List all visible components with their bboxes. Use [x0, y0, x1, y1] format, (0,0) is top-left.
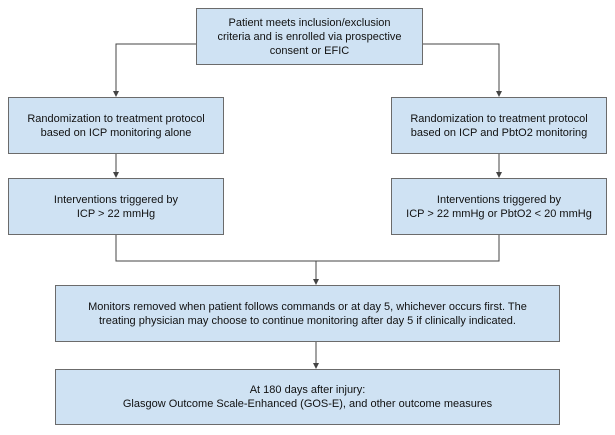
randomization-icp-box: Randomization to treatment protocol base… [8, 97, 224, 154]
randomization-icp-box-line: Randomization to treatment protocol [27, 112, 205, 125]
interventions-icp-pbto2-box-line: ICP > 22 mmHg or PbtO2 < 20 mmHg [406, 207, 592, 220]
outcome-box-line: At 180 days after injury: [249, 384, 366, 396]
randomization-icp-pbto2-box-line: Randomization to treatment protocol [410, 112, 588, 125]
randomization-icp-pbto2-box-line: based on ICP and PbtO2 monitoring [410, 126, 588, 139]
randomization-icp-box-line: based on ICP monitoring alone [40, 126, 192, 139]
connector-int-right-to-merge [316, 235, 500, 262]
interventions-icp-pbto2-box: Interventions triggered by ICP > 22 mmHg… [391, 178, 607, 235]
outcome-box: At 180 days after injury: Glasgow Outcom… [55, 369, 560, 425]
monitors-removed-box: Monitors removed when patient follows co… [55, 285, 560, 342]
connector-int-left-to-merge [115, 235, 316, 262]
enrollment-box: Patient meets inclusion/exclusion criter… [196, 8, 423, 65]
interventions-icp-box: Interventions triggered by ICP > 22 mmHg [8, 178, 224, 235]
enrollment-box-line: consent or EFIC [269, 44, 350, 57]
monitors-removed-box-line: Monitors removed when patient follows co… [88, 300, 527, 313]
monitors-removed-box-line: treating physician may choose to continu… [98, 314, 516, 327]
enrollment-box-line: Patient meets inclusion/exclusion [228, 16, 391, 29]
outcome-box-line: Glasgow Outcome Scale-Enhanced (GOS-E), … [122, 398, 493, 410]
interventions-icp-box-line: ICP > 22 mmHg [76, 207, 156, 220]
interventions-icp-pbto2-box-line: Interventions triggered by [436, 193, 562, 206]
connector-enroll-to-rand-left [113, 43, 196, 97]
connector-enroll-to-rand-right [423, 43, 502, 97]
enrollment-box-line: criteria and is enrolled via prospective [217, 30, 402, 43]
interventions-icp-box-line: Interventions triggered by [53, 193, 179, 206]
randomization-icp-pbto2-box: Randomization to treatment protocol base… [391, 97, 607, 154]
